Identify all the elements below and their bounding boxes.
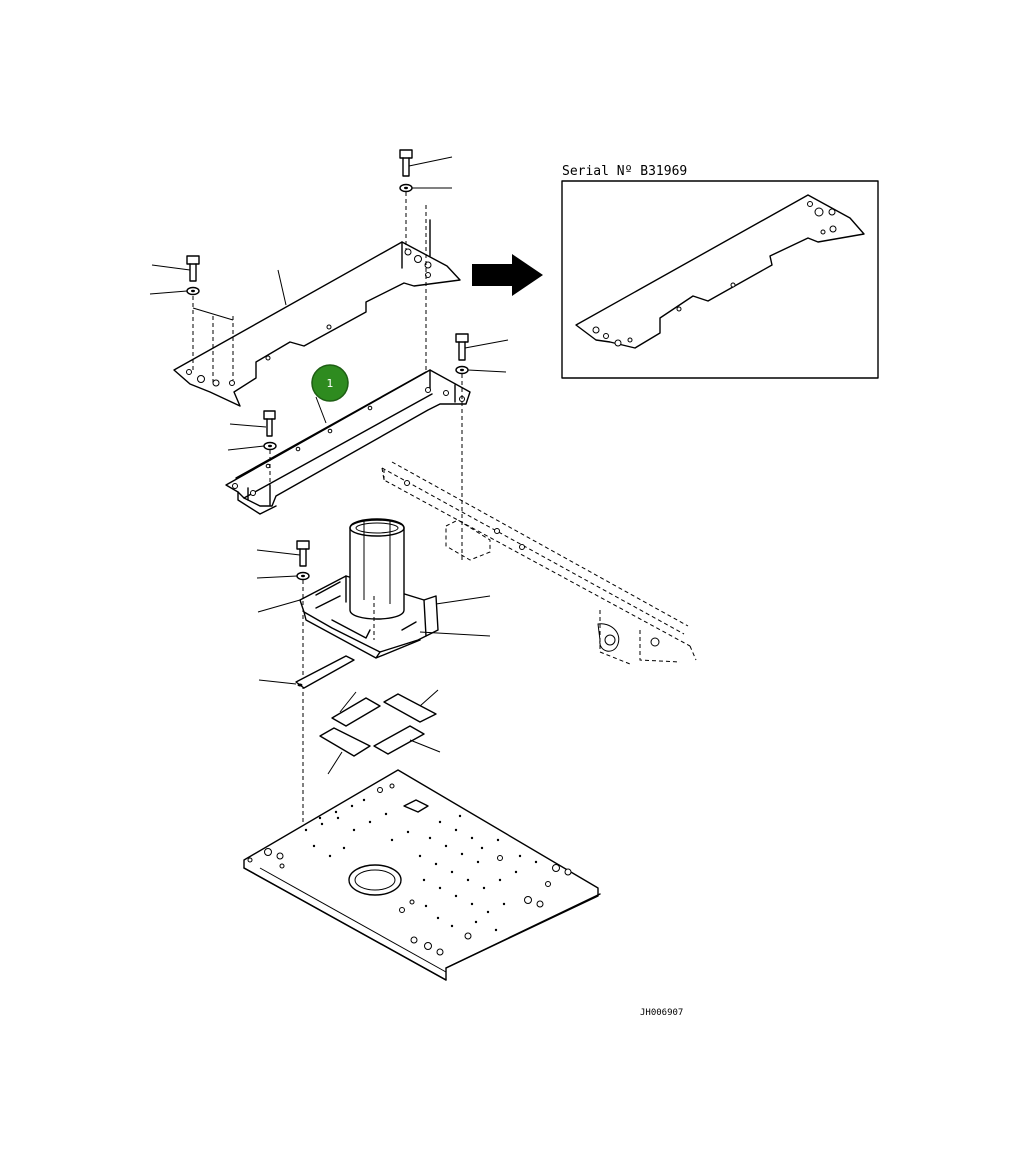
- bolt-top-right: [399, 149, 453, 380]
- bolt-mid-left: [227, 410, 277, 500]
- serial-inset: Serial Nº B31969: [561, 164, 879, 379]
- callout-1-badge: [311, 364, 349, 402]
- arrow-icon: [472, 254, 543, 296]
- top-cover-plate: [173, 219, 461, 407]
- frame-rail: [381, 461, 697, 665]
- shim-plate: [258, 655, 355, 689]
- inset-label: Serial Nº B31969: [562, 164, 687, 179]
- support-bracket: [225, 369, 471, 515]
- drawing-code: JH006907: [640, 1008, 683, 1018]
- mat-pads: [319, 689, 441, 775]
- column-pedestal: [257, 518, 491, 659]
- bolt-mid-right: [455, 333, 509, 560]
- bolt-top-left: [149, 255, 234, 385]
- floor-plate: [243, 769, 601, 981]
- callout-1-label: 1: [327, 377, 334, 390]
- bolt-pedestal: [256, 540, 310, 860]
- inset-cover-plate: [575, 194, 865, 349]
- callout-1: 1: [311, 364, 349, 402]
- inset-frame: [561, 180, 879, 379]
